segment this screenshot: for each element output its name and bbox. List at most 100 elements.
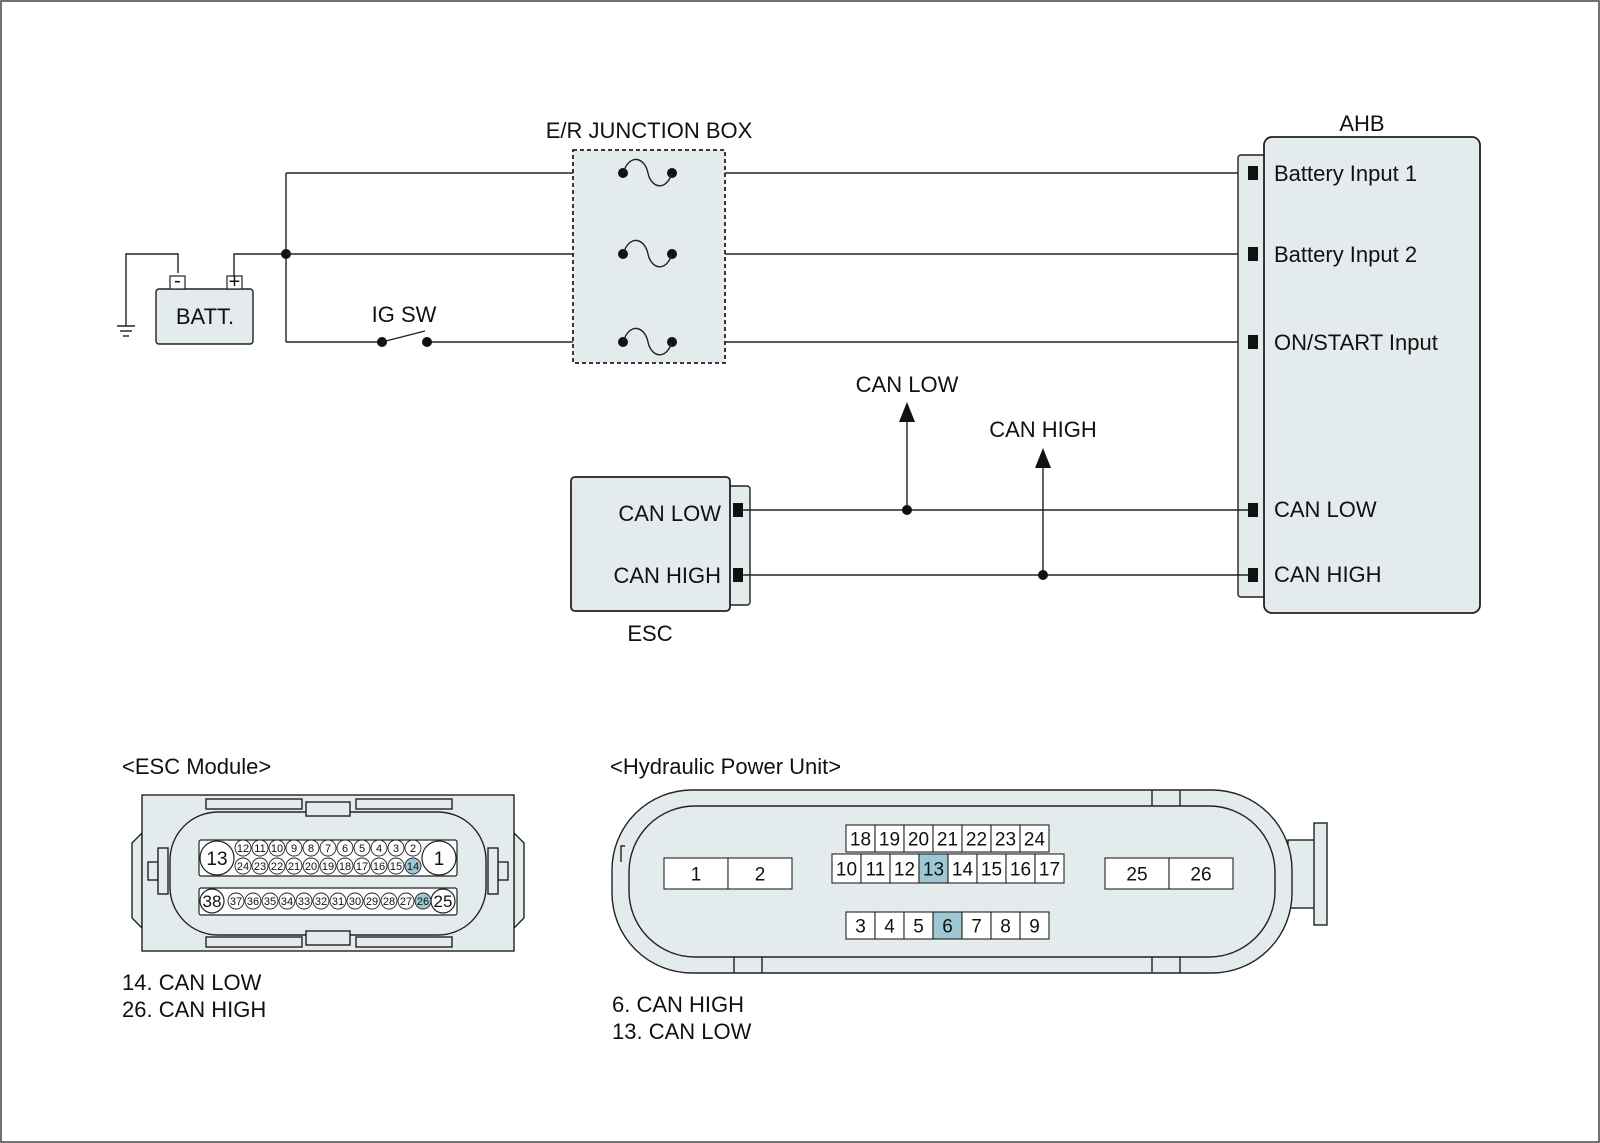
esc-pin-label: 27 <box>400 896 412 908</box>
esc-pin-label: 32 <box>315 896 327 908</box>
ahb-terminal <box>1248 503 1258 517</box>
esc-pin-label: 26 <box>417 896 429 908</box>
esc-pin-label: 29 <box>366 896 378 908</box>
esc-pin-label: 37 <box>230 896 242 908</box>
hpu-pin <box>932 824 963 853</box>
ahb-terminal <box>1248 335 1258 349</box>
hpu-pin <box>889 853 920 884</box>
hpu-pin <box>1005 853 1036 884</box>
ahb-label: AHB <box>1339 111 1384 136</box>
esc-pin-label: 34 <box>281 896 293 908</box>
esc-pin-label: 23 <box>254 861 266 873</box>
esc-pin <box>329 892 347 910</box>
esc-pin-big-label: 38 <box>203 892 222 911</box>
hpu-pin <box>1104 857 1170 890</box>
hpu-pin <box>1019 824 1050 853</box>
hpu-pin <box>1168 857 1234 890</box>
esc-pin <box>227 892 245 910</box>
can-high-bus-label: CAN HIGH <box>989 417 1097 442</box>
hpu-pin-label: 10 <box>836 860 857 881</box>
hpu-pin-label: 9 <box>1029 917 1040 938</box>
hpu-pin-label: 17 <box>1039 860 1060 881</box>
esc-pin <box>251 857 269 875</box>
esc-pin-label: 15 <box>390 861 402 873</box>
esc-pin <box>312 892 330 910</box>
esc-pin-big <box>430 888 456 914</box>
esc-pin <box>278 892 296 910</box>
esc-pin-label: 31 <box>332 896 344 908</box>
ahb-pin-label: ON/START Input <box>1274 330 1438 355</box>
esc-pin <box>336 839 354 857</box>
hpu-pin-label: 13 <box>923 860 944 881</box>
esc-pin-label: 18 <box>339 861 351 873</box>
esc-pin-label: 7 <box>325 843 331 855</box>
junction-box: E/R JUNCTION BOX <box>546 118 753 364</box>
hpu-pin-label: 18 <box>850 830 871 851</box>
esc-pin-label: CAN LOW <box>618 501 721 526</box>
esc-pin-label: 8 <box>308 843 314 855</box>
ahb-pin-label: CAN HIGH <box>1274 562 1382 587</box>
esc-pin-label: 24 <box>237 861 249 873</box>
esc-pin-label: 10 <box>271 843 283 855</box>
hpu-pin-label: 6 <box>942 917 953 938</box>
esc-pin-label: 35 <box>264 896 276 908</box>
esc-pin <box>285 839 303 857</box>
hpu-pin <box>990 911 1021 940</box>
hpu-title: <Hydraulic Power Unit> <box>610 754 841 779</box>
esc-pin-label: 9 <box>291 843 297 855</box>
esc-pin-label: 19 <box>322 861 334 873</box>
esc-pin-label: 16 <box>373 861 385 873</box>
hpu-pin-label: 16 <box>1010 860 1031 881</box>
hpu-pin <box>727 857 793 890</box>
battery-label: BATT. <box>176 304 234 329</box>
fuse-2 <box>618 239 677 268</box>
esc-pin-label: 11 <box>254 843 265 855</box>
can-high-wire: CAN HIGH <box>743 417 1248 580</box>
esc-pin <box>234 839 252 857</box>
esc-pin <box>404 857 422 875</box>
hpu-pin <box>976 853 1007 884</box>
esc-pin-label: 6 <box>342 843 348 855</box>
esc-pin-big-label: 13 <box>206 849 227 870</box>
esc-pin-label: 33 <box>298 896 310 908</box>
esc-pin <box>285 857 303 875</box>
esc-pin <box>397 892 415 910</box>
esc-terminal <box>733 503 743 517</box>
fuse-1 <box>618 158 677 187</box>
esc-pin-label: 28 <box>383 896 395 908</box>
esc-pin <box>261 892 279 910</box>
esc-pin <box>380 892 398 910</box>
hpu-pin-label: 4 <box>884 917 895 938</box>
hpu-pin <box>1019 911 1050 940</box>
battery: - + BATT. <box>155 270 254 345</box>
hpu-pin-label: 15 <box>981 860 1002 881</box>
can-low-bus-label: CAN LOW <box>856 372 959 397</box>
esc-pin <box>404 839 422 857</box>
esc-pin-label: 20 <box>305 861 317 873</box>
esc-pin-label: CAN HIGH <box>613 563 721 588</box>
ground-symbol <box>117 253 179 337</box>
hpu-pin-label: 21 <box>937 830 958 851</box>
ahb-terminal <box>1248 568 1258 582</box>
hpu-pin-label: 7 <box>971 917 982 938</box>
esc-pin-label: 14 <box>407 861 419 873</box>
esc-pin <box>346 892 364 910</box>
battery-minus-terminal <box>169 275 186 290</box>
hpu-pin <box>663 857 729 890</box>
esc-pin <box>353 839 371 857</box>
esc-pin-big <box>199 840 235 876</box>
hpu-pin-label: 5 <box>913 917 924 938</box>
hpu-pin <box>947 853 978 884</box>
esc-pin-label: 30 <box>349 896 361 908</box>
hpu-pin-label: 1 <box>691 865 702 886</box>
ig-switch: IG SW <box>372 302 437 347</box>
esc-pin-label: 17 <box>356 861 368 873</box>
hpu-pin-label: 19 <box>879 830 900 851</box>
esc-pin-big-label: 1 <box>434 849 445 870</box>
hpu-pin <box>874 911 905 940</box>
hpu-pin-label: 24 <box>1024 830 1046 851</box>
hpu-pin <box>903 911 934 940</box>
esc-pin <box>363 892 381 910</box>
